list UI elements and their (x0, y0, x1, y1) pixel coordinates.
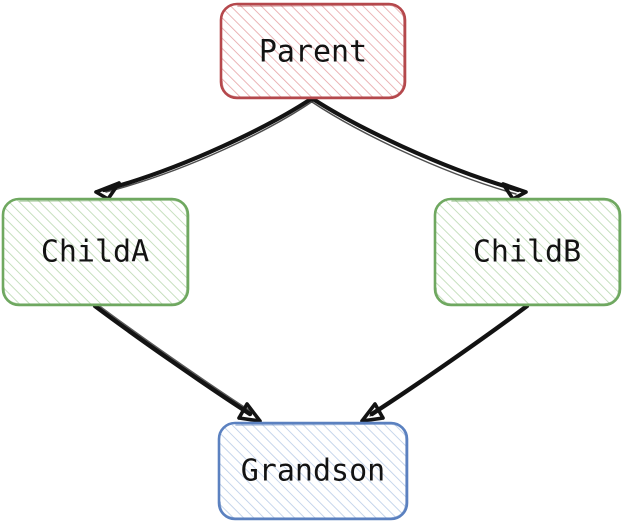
node-childa-label: ChildA (41, 235, 149, 270)
node-parent-label: Parent (259, 35, 367, 70)
node-grandson-border-sketch (219, 423, 407, 519)
node-childb-border-sketch (435, 199, 620, 305)
node-grandson-border (217, 421, 409, 521)
edge-parent-to-childa (94, 96, 314, 201)
edge-childa-to-grandson (92, 303, 262, 423)
node-grandson-label: Grandson (241, 454, 386, 489)
node-childb-label: ChildB (473, 235, 581, 270)
node-childb-hatch (435, 199, 620, 305)
node-childa[interactable]: ChildA (1, 197, 190, 307)
edge-childb-to-grandson (360, 303, 530, 423)
node-parent-hatch (221, 4, 405, 98)
node-childb-border (433, 197, 622, 307)
node-childa-border-sketch (3, 199, 188, 305)
node-childa-border (1, 197, 190, 307)
node-parent-border (219, 2, 407, 100)
node-grandson-hatch (219, 423, 407, 519)
arrowhead-grandson-left (237, 402, 262, 423)
node-parent[interactable]: Parent (219, 2, 407, 100)
node-grandson[interactable]: Grandson (217, 421, 409, 521)
arrowhead-grandson-right (360, 402, 385, 423)
node-parent-border-sketch (221, 4, 405, 98)
arrowhead-childb (501, 182, 528, 201)
node-childa-hatch (3, 199, 188, 305)
edge-parent-to-childb (310, 96, 528, 201)
node-childb[interactable]: ChildB (433, 197, 622, 307)
